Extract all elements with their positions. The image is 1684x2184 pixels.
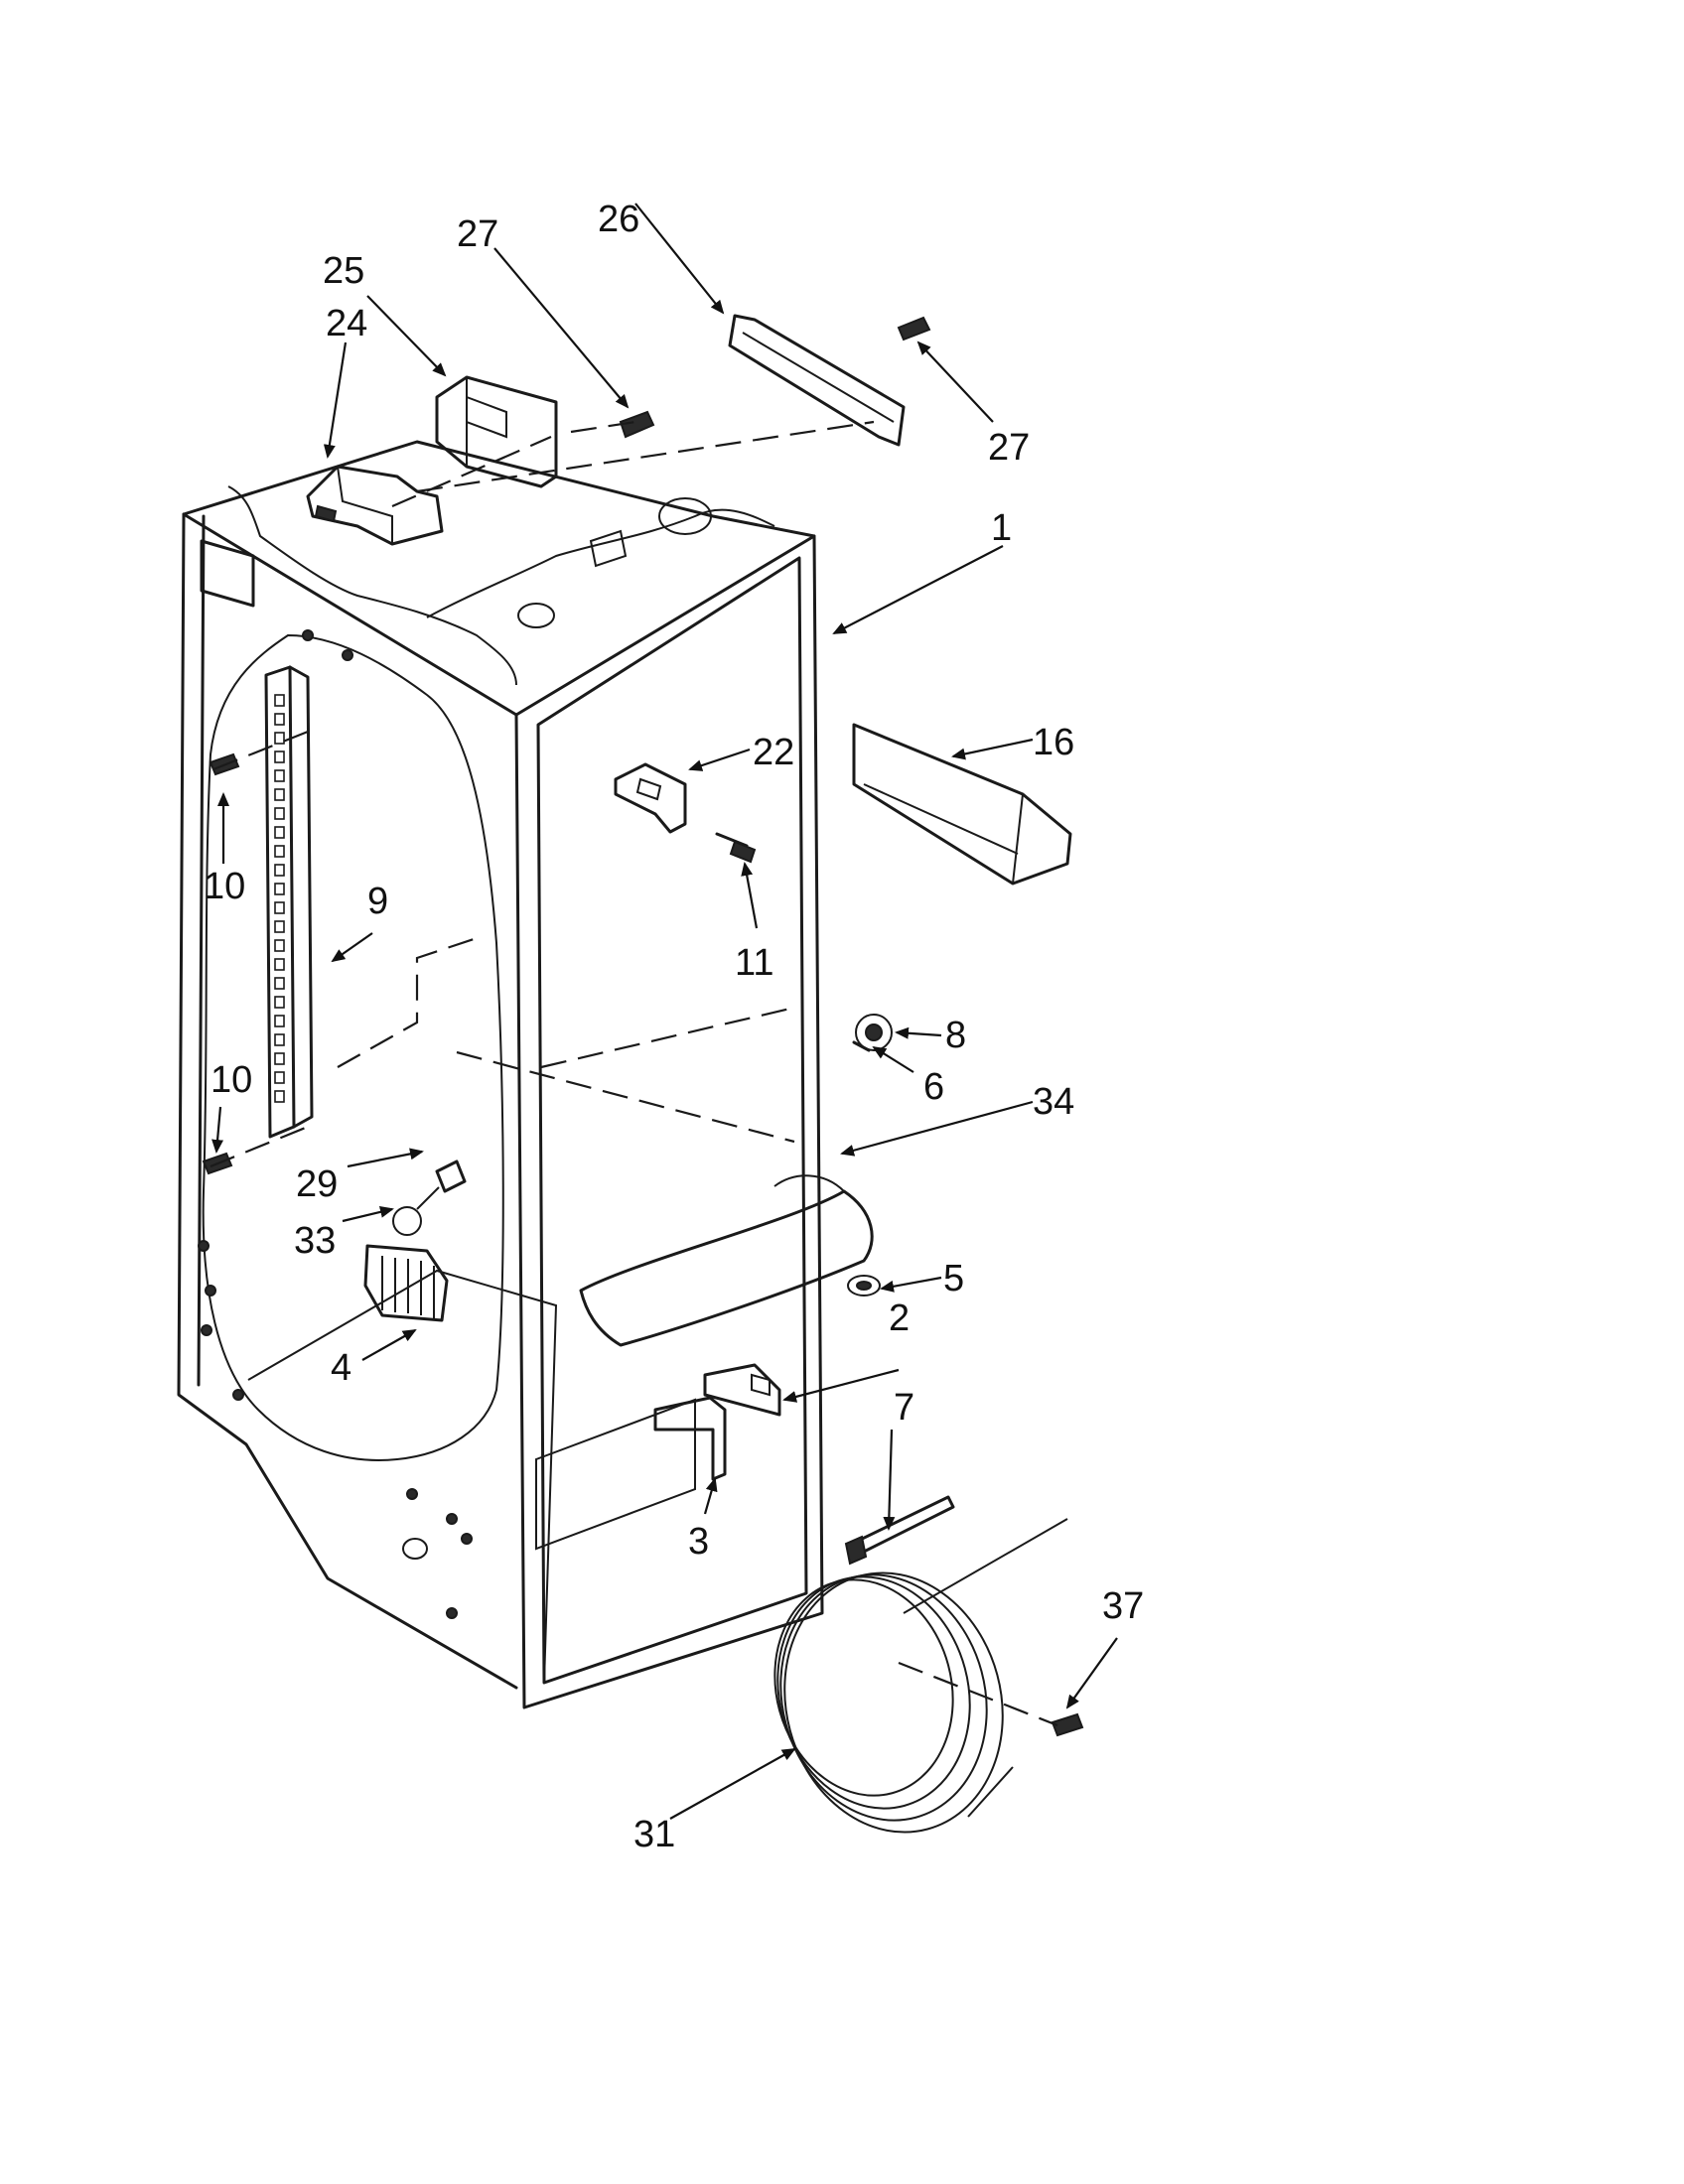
- callout-5: 5: [943, 1258, 964, 1299]
- rail-slot: [274, 1052, 285, 1065]
- rail-slot: [274, 769, 285, 782]
- callout-22: 22: [753, 732, 794, 773]
- callout-3: 3: [688, 1521, 709, 1563]
- callout-4: 4: [331, 1347, 351, 1389]
- grille-4: [363, 1244, 449, 1322]
- assembly-lines: [210, 420, 1058, 1727]
- callout-8: 8: [945, 1015, 966, 1056]
- callout-11: 11: [735, 942, 773, 984]
- bracket-2: [703, 1363, 781, 1417]
- callout-10-lower: 10: [210, 1059, 252, 1101]
- callout-24: 24: [326, 303, 367, 344]
- callout-10-upper: 10: [204, 866, 245, 907]
- callout-9: 9: [367, 881, 388, 922]
- rail-slot: [274, 977, 285, 990]
- rail-slot: [274, 864, 285, 877]
- plug-8-6: [852, 1014, 893, 1052]
- cabinet-liner: [177, 440, 824, 1709]
- callout-16: 16: [1033, 722, 1074, 763]
- control-housing: [306, 465, 444, 546]
- screw-27-left: [619, 410, 655, 439]
- rail-slot: [274, 751, 285, 763]
- screw-11: [715, 832, 757, 864]
- callout-27-left: 27: [457, 213, 498, 255]
- rail-slot: [274, 958, 285, 971]
- callout-29: 29: [296, 1163, 338, 1205]
- rail-slot: [274, 1090, 285, 1103]
- rail-slot: [274, 713, 285, 726]
- callout-26: 26: [598, 199, 639, 240]
- rail-slot: [274, 996, 285, 1009]
- screw-37: [1051, 1712, 1084, 1737]
- shelf-rail: [264, 665, 314, 1139]
- callout-labels: 1 2 3 4 5 6 7 8 9 10 10 11 16 22 24 25 2…: [204, 199, 1144, 1855]
- rail-slot: [274, 883, 285, 895]
- screw-27-right: [897, 316, 931, 341]
- grommet-5: [847, 1275, 881, 1297]
- tubing-coil-31: [773, 1518, 1068, 1834]
- rail-slot: [274, 732, 285, 745]
- callout-25: 25: [323, 250, 364, 292]
- rail-slot: [274, 920, 285, 933]
- bracket-22: [614, 762, 687, 834]
- rail-slot: [274, 939, 285, 952]
- rail-slot: [274, 1071, 285, 1084]
- control-cover: [435, 375, 558, 488]
- tie-strap-7: [844, 1495, 955, 1566]
- rail-slot: [274, 1015, 285, 1027]
- light-socket-bulb: [392, 1160, 467, 1236]
- callout-27-right: 27: [988, 427, 1030, 469]
- deli-cover: [852, 723, 1072, 886]
- rail-slot: [274, 845, 285, 858]
- rail-slot: [274, 694, 285, 707]
- callout-33: 33: [294, 1220, 336, 1262]
- callout-2: 2: [889, 1297, 910, 1339]
- rail-slot: [274, 788, 285, 801]
- bracket-3: [653, 1396, 727, 1481]
- callout-31: 31: [633, 1814, 675, 1855]
- callout-6: 6: [923, 1066, 944, 1108]
- callout-34: 34: [1033, 1081, 1074, 1123]
- cover-34: [579, 1174, 874, 1347]
- callout-7: 7: [894, 1387, 914, 1429]
- callout-1: 1: [991, 507, 1012, 549]
- top-bar: [728, 314, 906, 447]
- callout-37: 37: [1102, 1585, 1144, 1627]
- rail-slot: [274, 807, 285, 820]
- rail-slot: [274, 826, 285, 839]
- rail-slot: [274, 1033, 285, 1046]
- leader-lines: [211, 203, 1118, 1820]
- rail-slot: [274, 901, 285, 914]
